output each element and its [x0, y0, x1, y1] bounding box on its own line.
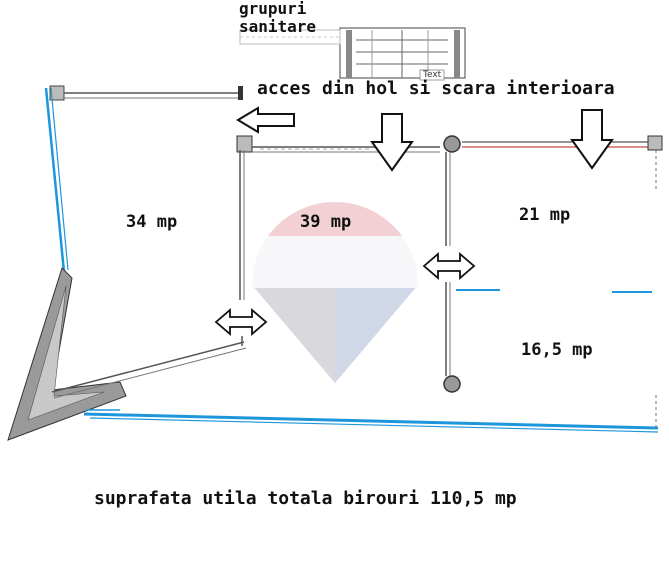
bottom-facade	[83, 412, 659, 430]
grupuri-line-2: sanitare	[239, 17, 317, 36]
room-area-21: 21 mp	[519, 205, 571, 225]
diagonal-wall	[51, 341, 245, 393]
arrow-down-icon	[370, 113, 414, 172]
room-area-16-5: 16,5 mp	[521, 340, 593, 360]
stair-label: Text	[423, 70, 442, 80]
watermark-logo-icon	[252, 201, 418, 383]
grupuri-label: grupuri sanitare	[239, 0, 316, 36]
double-arrow-icon	[422, 252, 476, 280]
room-area-39: 39 mp	[300, 212, 352, 232]
access-label: acces din hol si scara interioara	[257, 78, 615, 99]
grupuri-line-1: grupuri	[239, 0, 307, 18]
arrow-left-icon	[236, 106, 295, 134]
facade-wall	[44, 87, 66, 273]
structural-wedge	[7, 267, 127, 441]
column-icon	[443, 375, 461, 393]
room-area-34: 34 mp	[126, 212, 178, 232]
arrow-down-icon	[570, 109, 614, 170]
column-icon	[443, 135, 461, 153]
stair-icon	[239, 27, 466, 81]
double-arrow-icon	[214, 308, 268, 336]
total-area-caption: suprafata utila totala birouri 110,5 mp	[94, 488, 517, 509]
